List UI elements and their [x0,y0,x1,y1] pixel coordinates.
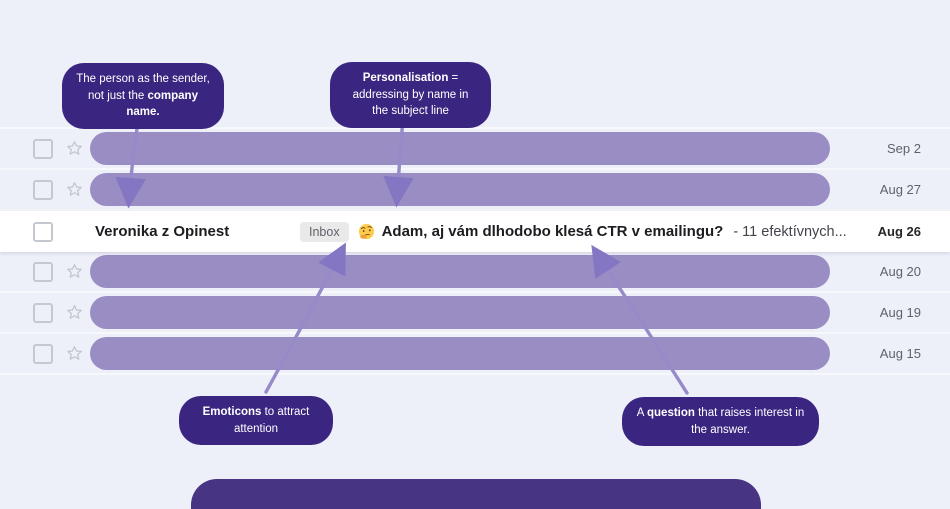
email-checkbox[interactable] [33,138,53,159]
email-checkbox[interactable] [33,302,53,323]
email-checkbox[interactable] [33,179,53,200]
star-icon[interactable] [65,303,84,322]
email-row-highlighted[interactable]: Veronika z Opinest Inbox Adam, aj vám dl… [0,211,950,252]
bottom-cropped-panel [191,479,761,509]
email-row[interactable]: Aug 20 [0,252,950,293]
email-snippet: - 11 efektívnych... [733,223,847,240]
email-row[interactable]: Aug 19 [0,293,950,334]
email-row[interactable]: Aug 15 [0,334,950,375]
annotation-text: to attract attention [233,406,310,435]
star-icon[interactable] [65,262,84,281]
annotation-sender-note: The person as the sender, not just the c… [62,63,224,130]
redacted-email-bar [90,132,830,165]
email-date: Aug 20 [879,264,921,279]
redacted-email-bar [90,296,830,329]
annotation-text: The person as the sender, not just the [76,73,210,102]
inbox-badge: Inbox [300,221,349,242]
annotation-text: = addressing by name in the subject line [352,72,469,118]
redacted-email-bar [90,255,830,288]
email-date: Aug 15 [879,346,921,361]
star-icon[interactable] [65,180,84,199]
email-checkbox[interactable] [33,261,53,282]
email-checkbox[interactable] [33,221,53,242]
star-icon[interactable] [65,139,84,158]
redacted-email-bar [90,173,830,206]
email-subject: Adam, aj vám dlhodobo klesá CTR v emaili… [381,223,724,240]
email-row[interactable]: Sep 2 [0,129,950,170]
star-icon[interactable] [65,344,84,363]
email-checkbox[interactable] [33,343,53,364]
annotation-text-bold: Emoticons [202,406,262,418]
annotation-text: that raises interest in the answer. [691,407,805,436]
annotation-personalisation-note: Personalisation = addressing by name in … [330,62,491,129]
email-date: Aug 19 [879,305,921,320]
annotation-text-bold: question [647,407,695,419]
annotation-text: A [636,407,647,419]
email-sender: Veronika z Opinest [95,223,230,240]
thinking-face-emoji-icon [358,223,375,240]
annotation-text-bold: Personalisation [362,72,449,84]
annotation-question-note: A question that raises interest in the a… [622,397,819,447]
email-row[interactable]: Aug 27 [0,170,950,211]
email-date: Aug 27 [879,182,921,197]
email-date: Sep 2 [887,141,921,156]
redacted-email-bar [90,337,830,370]
annotation-emoticons-note: Emoticons to attract attention [179,396,333,446]
email-date: Aug 26 [877,224,921,239]
email-list: Sep 2 Aug 27 Veronika z Opinest Inbox Ad… [0,127,950,375]
